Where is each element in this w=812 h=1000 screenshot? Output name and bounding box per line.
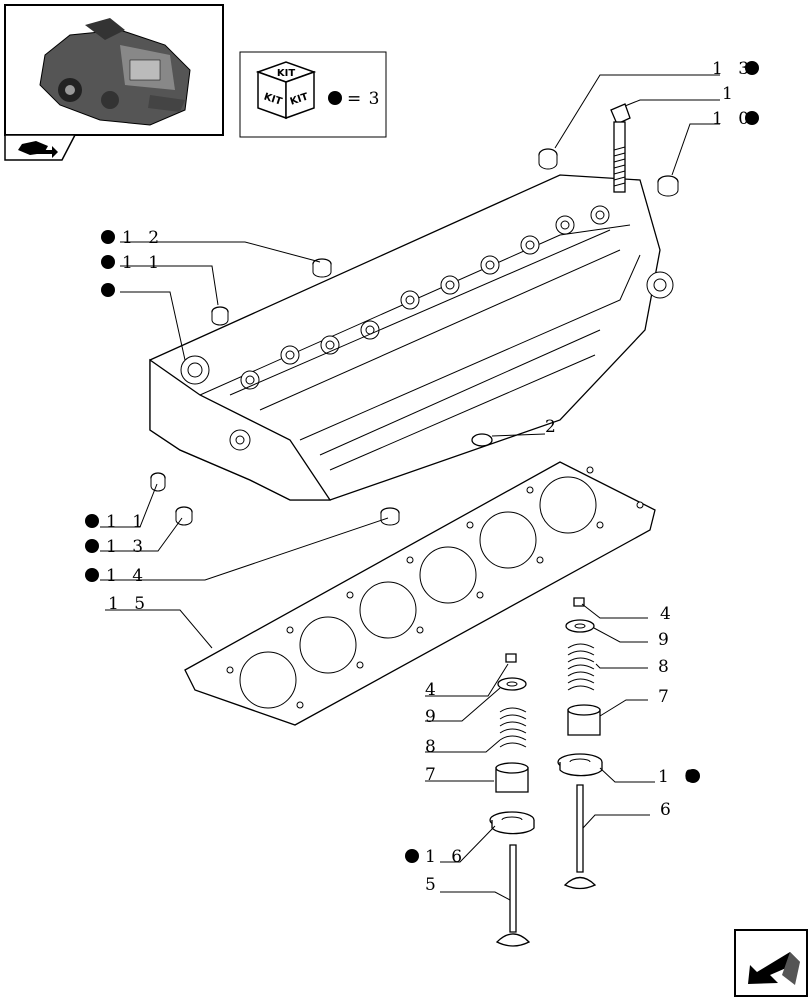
valve-stack-left: [489, 653, 535, 947]
callout-labels: 1 3 1 1 0 1 2 1 1 2 1 1 1 3 1 4 1 5 4 9 …: [85, 59, 759, 895]
gasket-bolt-holes: [226, 466, 644, 709]
svg-text:1: 1: [722, 84, 738, 104]
spring-left: [499, 707, 527, 748]
callout-4-right: 4: [660, 604, 676, 624]
kit-left-label: KIT: [262, 92, 283, 108]
cylinder-head: [149, 174, 674, 501]
head-gasket: [184, 461, 656, 726]
svg-text:1 4: 1 4: [106, 566, 148, 586]
head-bolt: [610, 103, 631, 193]
dowel-11-bot: [150, 472, 166, 492]
callout-6: 6: [660, 800, 676, 820]
kit-bullet-icon: [745, 111, 759, 125]
leader-lines: [100, 74, 720, 901]
callout-13-top: 1 3: [712, 59, 759, 79]
kit-legend: KIT KIT KIT = 3: [239, 51, 387, 138]
callout-4-left: 4: [425, 680, 441, 700]
kit-bullet-icon: [101, 230, 115, 244]
svg-text:9: 9: [425, 707, 441, 727]
plug-13-bot: [175, 506, 193, 526]
svg-text:8: 8: [425, 737, 441, 757]
svg-text:1 0: 1 0: [712, 109, 754, 129]
svg-text:1 0: 1 0: [658, 767, 700, 787]
plug-13-top: [538, 148, 558, 170]
kit-bullet-icon: [101, 283, 115, 297]
svg-text:1 2: 1 2: [122, 228, 164, 248]
kit-top-label: KIT: [277, 68, 295, 79]
kit-equals-text: = 3: [347, 89, 380, 109]
svg-text:2: 2: [545, 417, 561, 437]
engine-icon: [39, 18, 191, 126]
svg-text:5: 5: [425, 875, 441, 895]
callout-8-right: 8: [658, 657, 674, 677]
callout-7-left: 7: [425, 765, 441, 785]
callout-10-top: 1 0: [712, 109, 759, 129]
kit-bullet-icon: [85, 568, 99, 582]
dowel-11-top: [211, 306, 229, 326]
book-arrow-icon: [18, 141, 58, 158]
kit-cube-icon: KIT KIT KIT: [255, 61, 317, 120]
callout-1: 1: [722, 84, 738, 104]
svg-text:4: 4: [425, 680, 441, 700]
callout-7-right: 7: [658, 687, 674, 707]
engine-thumbnail[interactable]: [4, 4, 224, 161]
svg-text:9: 9: [658, 630, 674, 650]
callout-16: 1 6: [405, 847, 467, 867]
callout-8-left: 8: [425, 737, 441, 757]
kit-bullet-icon: [101, 255, 115, 269]
svg-text:4: 4: [660, 604, 676, 624]
kit-bullet-icon: [85, 539, 99, 553]
kit-bullet-icon: [328, 91, 342, 105]
callout-15: 1 5: [108, 594, 150, 614]
callout-5: 5: [425, 875, 441, 895]
callout-2: 2: [545, 417, 561, 437]
svg-text:7: 7: [425, 765, 441, 785]
plug-10-top: [657, 175, 679, 197]
next-page-button[interactable]: [734, 929, 808, 997]
callout-11-top: 1 1: [101, 253, 164, 273]
svg-text:1 1: 1 1: [122, 253, 164, 273]
callout-13-bot: 1 3: [85, 537, 148, 557]
svg-text:1 3: 1 3: [106, 537, 148, 557]
callout-14: 1 4: [85, 566, 148, 586]
valve-ports: [180, 205, 674, 451]
svg-text:1 6: 1 6: [425, 847, 467, 867]
kit-bullet-icon: [745, 61, 759, 75]
plug-2: [471, 433, 493, 447]
svg-text:1 3: 1 3: [712, 59, 754, 79]
callout-dot-only: [101, 283, 115, 297]
callout-11-bot: 1 1: [85, 512, 148, 532]
plug-14: [380, 507, 400, 526]
svg-text:1 1: 1 1: [106, 512, 148, 532]
kit-bullet-icon: [405, 849, 419, 863]
kit-bullet-icon: [686, 769, 700, 783]
callout-10-right: 1 0: [658, 767, 700, 787]
svg-text:7: 7: [658, 687, 674, 707]
svg-text:1 5: 1 5: [108, 594, 150, 614]
kit-bullet-icon: [85, 514, 99, 528]
spring-right: [567, 643, 595, 691]
svg-text:8: 8: [658, 657, 674, 677]
callout-12: 1 2: [101, 228, 164, 248]
callout-9-right: 9: [658, 630, 674, 650]
kit-right-label: KIT: [289, 92, 310, 108]
plug-12: [312, 258, 332, 278]
svg-text:6: 6: [660, 800, 676, 820]
callout-9-left: 9: [425, 707, 441, 727]
valve-stack-right: [557, 597, 603, 890]
arrow-down-left-icon: [748, 952, 800, 985]
